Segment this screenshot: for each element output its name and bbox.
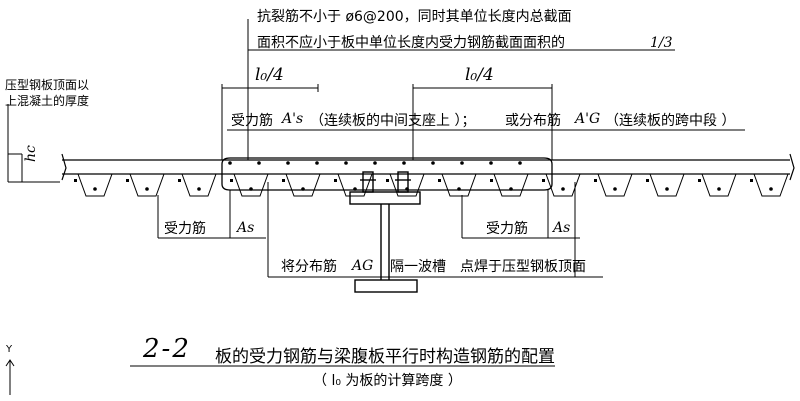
bottom-rebar-dot: [197, 187, 201, 191]
top-rebar-dot: [228, 161, 232, 165]
bottom-left-bar-label: 受力筋: [164, 221, 206, 237]
section-title: 板的受力钢筋与梁腹板平行时构造钢筋的配置: [215, 347, 555, 367]
crack-note-line1: 抗裂筋不小于 ø6@200，同时其单位长度内总截面: [257, 9, 572, 25]
distribution-rebar-dot: [74, 179, 77, 182]
deck-top-label-1: 压型钢板顶面以: [5, 78, 90, 92]
distribution-rebar-dot: [490, 179, 493, 182]
bottom-rebar-dot: [665, 187, 669, 191]
section-subtitle: （ l₀ 为板的计算跨度 ）: [313, 373, 462, 389]
bottom-rebar-dot: [561, 187, 565, 191]
steel-deck-profile: [66, 173, 790, 197]
top-bar-note: （连续板的中间支座上 ）；: [310, 113, 476, 129]
bottom-rebar-dot: [301, 187, 305, 191]
bottom-rebar-dot: [717, 187, 721, 191]
distribution-rebar-dot: [230, 179, 233, 182]
distribution-rebar-dot: [282, 179, 285, 182]
axis-indicator: [5, 359, 15, 395]
top-rebar-dot: [431, 161, 435, 165]
dist-bar-label: 将分布筋: [281, 259, 337, 275]
top-rebar-dot: [402, 161, 406, 165]
bottom-right-bar-symbol: As: [553, 220, 571, 236]
weld-note: 点焊于压型钢板顶面: [460, 259, 586, 275]
bottom-rebar-dot: [145, 187, 149, 191]
bottom-rebar-dot: [93, 187, 97, 191]
top-bar-label: 受力筋: [231, 113, 273, 129]
bottom-rebar-dot: [457, 187, 461, 191]
distribution-rebar-dot: [698, 179, 701, 182]
or-dist-label: 或分布筋: [505, 113, 561, 129]
crack-note-line2: 面积不应小于板中单位长度内受力钢筋截面面积的: [257, 35, 565, 51]
bottom-rebar-dot: [405, 187, 409, 191]
distribution-rebar-dot: [438, 179, 441, 182]
section-number: 2-2: [143, 334, 191, 364]
dist-note: （连续板的跨中段 ）: [605, 113, 736, 129]
bottom-rebar-dot: [769, 187, 773, 191]
dist-symbol: A'G: [575, 111, 601, 127]
axis-y-label: Y: [6, 344, 13, 355]
leader-lines: [7, 19, 745, 278]
dist-bar-symbol: AG: [352, 258, 374, 274]
top-rebar-dot: [373, 161, 377, 165]
distribution-rebar-dot: [126, 179, 129, 182]
bottom-left-bar-symbol: As: [237, 220, 255, 236]
top-rebar-dot: [518, 161, 522, 165]
deck-corrugation: [66, 173, 790, 197]
distribution-rebar-dot: [594, 179, 597, 182]
bottom-rebar-dot: [509, 187, 513, 191]
top-rebar-dot: [489, 161, 493, 165]
distribution-rebar-dot: [386, 179, 389, 182]
top-rebar-dot: [460, 161, 464, 165]
top-rebar-dot: [257, 161, 261, 165]
top-rebar-dot: [344, 161, 348, 165]
top-rebar-dot: [315, 161, 319, 165]
rebar-dots: [74, 161, 773, 191]
l0-right-dim: l₀/4: [465, 65, 494, 85]
top-rebar-dot: [286, 161, 290, 165]
bottom-rebar-dot: [613, 187, 617, 191]
fraction-value: 1/3: [650, 35, 673, 51]
top-reinforcement: [221, 157, 553, 191]
distribution-rebar-dot: [178, 179, 181, 182]
distribution-rebar-dot: [334, 179, 337, 182]
every-groove-label: 隔一波槽: [390, 259, 446, 275]
distribution-rebar-dot: [750, 179, 753, 182]
bottom-rebar-dot: [249, 187, 253, 191]
bottom-right-bar-label: 受力筋: [486, 221, 528, 237]
l0-left-dim: l₀/4: [255, 65, 284, 85]
distribution-rebar-dot: [542, 179, 545, 182]
bottom-rebar-dot: [353, 187, 357, 191]
steel-beam: [349, 171, 421, 293]
deck-top-label-2: 上混凝土的厚度: [5, 94, 90, 108]
distribution-rebar-dot: [646, 179, 649, 182]
top-bar-symbol: A's: [282, 111, 304, 127]
hc-dim: hc: [23, 145, 39, 162]
